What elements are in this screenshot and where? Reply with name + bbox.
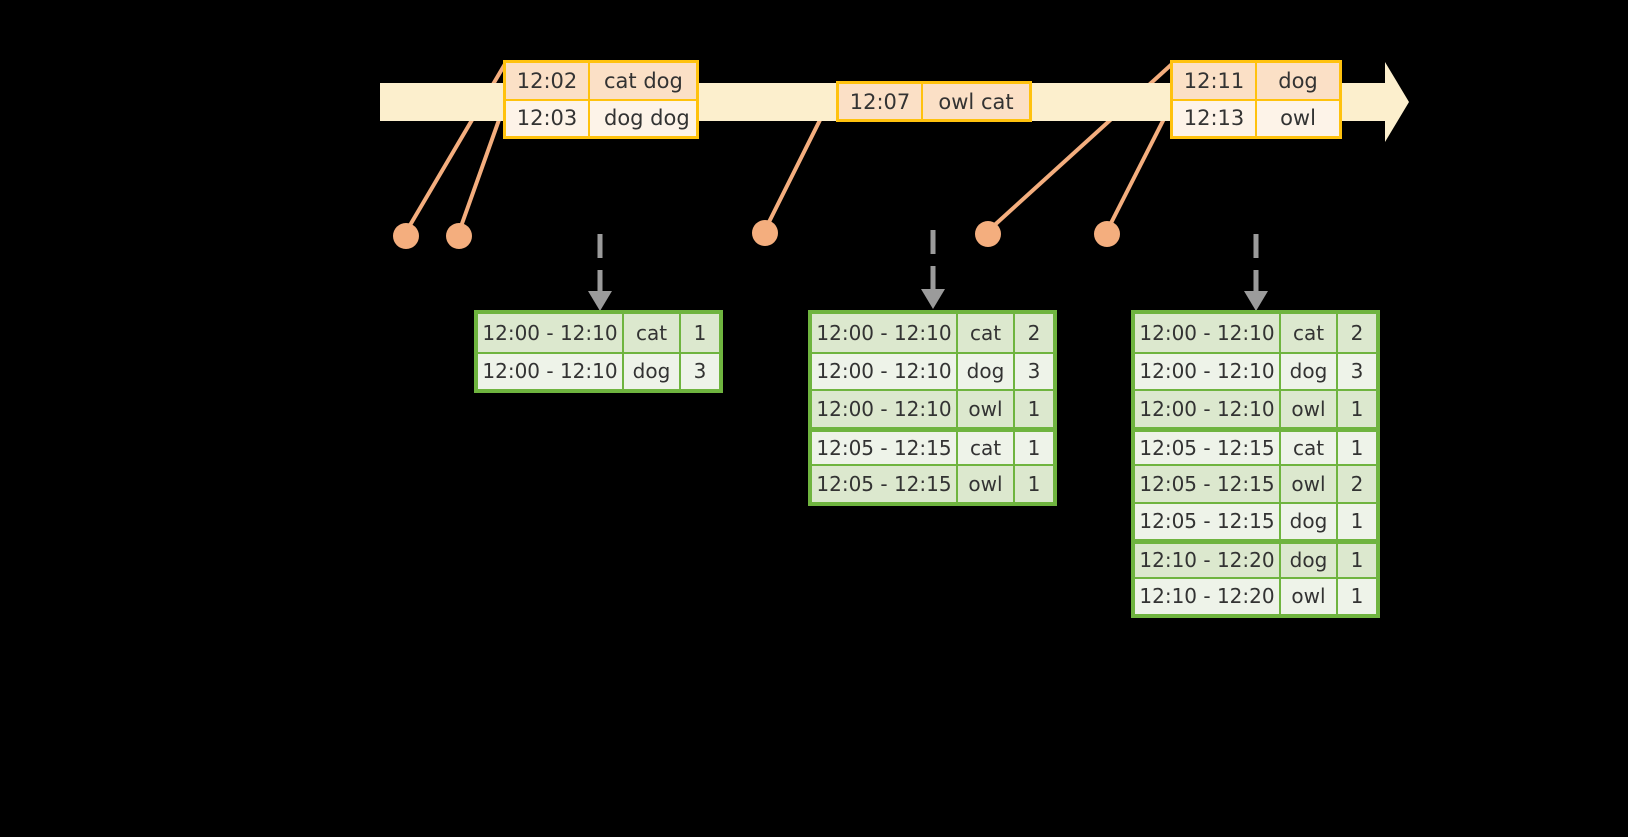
- event-time: 12:11: [1173, 63, 1257, 99]
- table-row[interactable]: 12:00 - 12:10 dog 3: [478, 351, 719, 389]
- event-row[interactable]: 12:11 dog: [1173, 63, 1339, 99]
- window-cell: 12:00 - 12:10: [1135, 391, 1281, 427]
- events-box-1[interactable]: 12:02 cat dog 12:03 dog dog: [503, 60, 699, 139]
- table-row[interactable]: 12:05 - 12:15 dog 1: [1135, 501, 1376, 539]
- connector-line-2: [457, 102, 507, 233]
- window-cell: 12:00 - 12:10: [812, 353, 958, 389]
- event-row[interactable]: 12:02 cat dog: [506, 63, 696, 99]
- window-cell: 12:00 - 12:10: [1135, 353, 1281, 389]
- count-cell: 2: [1027, 320, 1041, 345]
- count-cell: 1: [1350, 548, 1364, 573]
- count-cell: 3: [1350, 359, 1364, 384]
- word-cell: owl: [1281, 391, 1338, 427]
- connector-dots: [393, 220, 1120, 249]
- window-cell: 12:05 - 12:15: [812, 466, 958, 502]
- events-box-3[interactable]: 12:11 dog 12:13 owl: [1170, 60, 1342, 139]
- count-cell: 1: [1350, 584, 1364, 609]
- emit-arrow-head-2: [921, 289, 945, 309]
- window-cell: 12:05 - 12:15: [1135, 431, 1281, 464]
- word-cell: owl: [958, 391, 1015, 427]
- table-row[interactable]: 12:00 - 12:10 owl 1: [812, 389, 1053, 427]
- window-cell: 12:10 - 12:20: [1135, 544, 1281, 577]
- table-row[interactable]: 12:10 - 12:20 owl 1: [1135, 576, 1376, 614]
- event-words: cat dog: [604, 68, 683, 93]
- table-row[interactable]: 12:00 - 12:10 owl 1: [1135, 389, 1376, 427]
- timeline-arrow-head: [1363, 62, 1409, 142]
- word-cell: cat: [624, 314, 681, 352]
- count-cell: 1: [1027, 471, 1041, 496]
- word-cell: owl: [1281, 578, 1338, 614]
- word-cell: dog: [1281, 544, 1338, 577]
- count-cell: 2: [1350, 320, 1364, 345]
- count-cell: 1: [1350, 396, 1364, 421]
- event-words: dog dog: [604, 106, 690, 131]
- window-cell: 12:05 - 12:15: [1135, 466, 1281, 502]
- event-time: 12:03: [506, 100, 590, 136]
- count-cell: 1: [1027, 396, 1041, 421]
- table-row[interactable]: 12:00 - 12:10 cat 2: [812, 314, 1053, 352]
- window-cell: 12:05 - 12:15: [1135, 503, 1281, 539]
- connector-line-5: [1105, 102, 1174, 232]
- event-words: owl cat: [938, 89, 1014, 114]
- window-cell: 12:00 - 12:10: [812, 314, 958, 352]
- window-cell: 12:10 - 12:20: [1135, 578, 1281, 614]
- event-time: 12:07: [839, 84, 923, 119]
- timeline-bar-segment-mid-right: [1029, 83, 1175, 121]
- count-cell: 3: [1027, 359, 1041, 384]
- emit-arrows: [597, 230, 1259, 293]
- word-cell: cat: [1281, 431, 1338, 464]
- window-cell: 12:05 - 12:15: [812, 431, 958, 464]
- event-row[interactable]: 12:03 dog dog: [506, 98, 696, 136]
- word-cell: cat: [958, 431, 1015, 464]
- table-row[interactable]: 12:00 - 12:10 cat 2: [1135, 314, 1376, 352]
- word-cell: owl: [1281, 466, 1338, 502]
- event-row[interactable]: 12:07 owl cat: [839, 84, 1029, 119]
- event-time: 12:02: [506, 63, 590, 99]
- window-counts-table-1[interactable]: 12:00 - 12:10 cat 1 12:00 - 12:10 dog 3: [474, 310, 723, 393]
- window-cell: 12:00 - 12:10: [1135, 314, 1281, 352]
- word-cell: cat: [958, 314, 1015, 352]
- word-cell: cat: [1281, 314, 1338, 352]
- timeline-bar-segment-mid-left: [695, 83, 840, 121]
- emit-arrow-heads: [588, 289, 1268, 311]
- word-cell: dog: [1281, 503, 1338, 539]
- window-cell: 12:00 - 12:10: [478, 353, 624, 389]
- timeline-bar-segment-left: [380, 83, 506, 121]
- count-cell: 1: [693, 320, 707, 345]
- count-cell: 1: [1027, 435, 1041, 460]
- table-row[interactable]: 12:10 - 12:20 dog 1: [1135, 539, 1376, 577]
- count-cell: 3: [693, 359, 707, 384]
- table-row[interactable]: 12:00 - 12:10 dog 3: [812, 351, 1053, 389]
- word-cell: owl: [958, 466, 1015, 502]
- window-counts-table-3[interactable]: 12:00 - 12:10 cat 2 12:00 - 12:10 dog 3 …: [1131, 310, 1380, 618]
- connector-dot-1: [393, 223, 419, 249]
- window-cell: 12:00 - 12:10: [478, 314, 624, 352]
- event-time: 12:13: [1173, 100, 1257, 136]
- table-row[interactable]: 12:00 - 12:10 dog 3: [1135, 351, 1376, 389]
- table-row[interactable]: 12:00 - 12:10 cat 1: [478, 314, 719, 352]
- connector-dot-2: [446, 223, 472, 249]
- event-words: dog: [1278, 68, 1318, 93]
- table-row[interactable]: 12:05 - 12:15 cat 1: [812, 426, 1053, 464]
- emit-arrow-head-3: [1244, 291, 1268, 311]
- event-words: owl: [1280, 106, 1316, 131]
- word-cell: dog: [1281, 353, 1338, 389]
- connector-dot-5: [1094, 221, 1120, 247]
- events-box-2[interactable]: 12:07 owl cat: [836, 81, 1032, 122]
- emit-arrow-head-1: [588, 291, 612, 311]
- table-row[interactable]: 12:05 - 12:15 cat 1: [1135, 426, 1376, 464]
- word-cell: dog: [624, 353, 681, 389]
- connector-dot-3: [752, 220, 778, 246]
- count-cell: 1: [1350, 435, 1364, 460]
- count-cell: 1: [1350, 509, 1364, 534]
- table-row[interactable]: 12:05 - 12:15 owl 2: [1135, 464, 1376, 502]
- word-cell: dog: [958, 353, 1015, 389]
- connector-dot-4: [975, 221, 1001, 247]
- event-row[interactable]: 12:13 owl: [1173, 98, 1339, 136]
- table-row[interactable]: 12:05 - 12:15 owl 1: [812, 464, 1053, 502]
- window-counts-table-2[interactable]: 12:00 - 12:10 cat 2 12:00 - 12:10 dog 3 …: [808, 310, 1057, 506]
- count-cell: 2: [1350, 471, 1364, 496]
- window-cell: 12:00 - 12:10: [812, 391, 958, 427]
